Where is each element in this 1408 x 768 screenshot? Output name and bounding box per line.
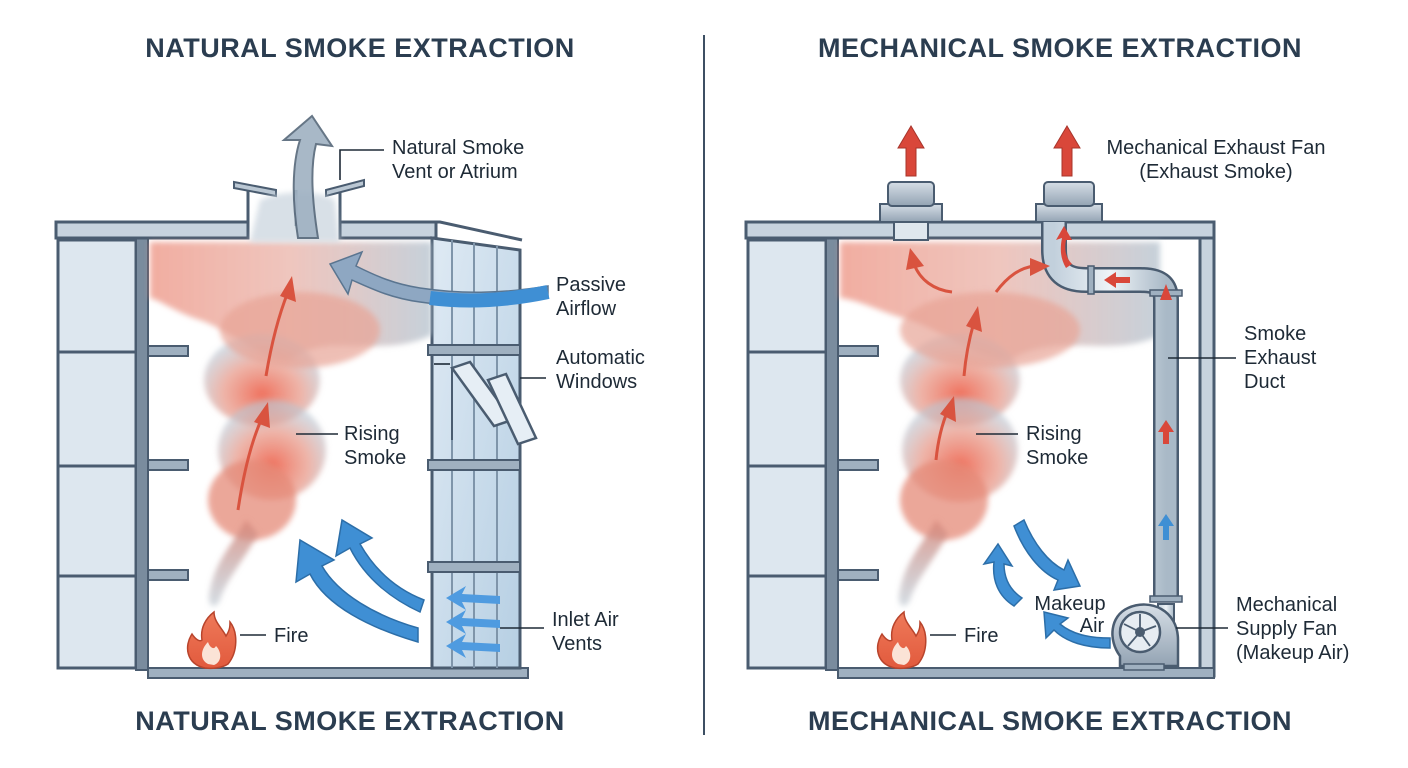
natural-fire-icon	[186, 610, 237, 670]
natural-smoke-plume	[150, 192, 432, 607]
label-mechanical-fire: Fire	[964, 625, 998, 647]
mechanical-fire-icon	[876, 610, 927, 670]
mechanical-rising-smoke-arrows	[906, 248, 1050, 461]
mechanical-building	[744, 220, 1216, 679]
passive-airflow-arrow	[328, 250, 550, 308]
mechanical-leader-lines	[930, 357, 1236, 636]
label-natural-fire: Fire	[274, 625, 308, 647]
natural-leader-lines	[240, 149, 546, 636]
natural-title-bottom: NATURAL SMOKE EXTRACTION	[135, 706, 565, 736]
mechanical-supply-fan	[1111, 603, 1180, 671]
smoke-exhaust-duct	[1041, 222, 1183, 603]
natural-exhaust-arrow	[281, 114, 335, 239]
label-mechanical-exhaust-fan: Mechanical Exhaust Fan(Exhaust Smoke)	[1106, 137, 1325, 183]
exhaust-fan-right	[1035, 181, 1103, 223]
exhaust-arrows-up	[897, 125, 1081, 177]
panel-divider	[703, 35, 705, 735]
natural-rising-smoke-arrows	[236, 276, 296, 511]
natural-inlet-air-arrows	[295, 518, 500, 658]
makeup-air-arrows	[982, 518, 1111, 649]
exhaust-fan-left	[879, 181, 943, 241]
mechanical-title-bottom: MECHANICAL SMOKE EXTRACTION	[807, 706, 1292, 736]
mechanical-title-top: MECHANICAL SMOKE EXTRACTION	[817, 33, 1302, 63]
natural-title-top: NATURAL SMOKE EXTRACTION	[145, 33, 575, 63]
